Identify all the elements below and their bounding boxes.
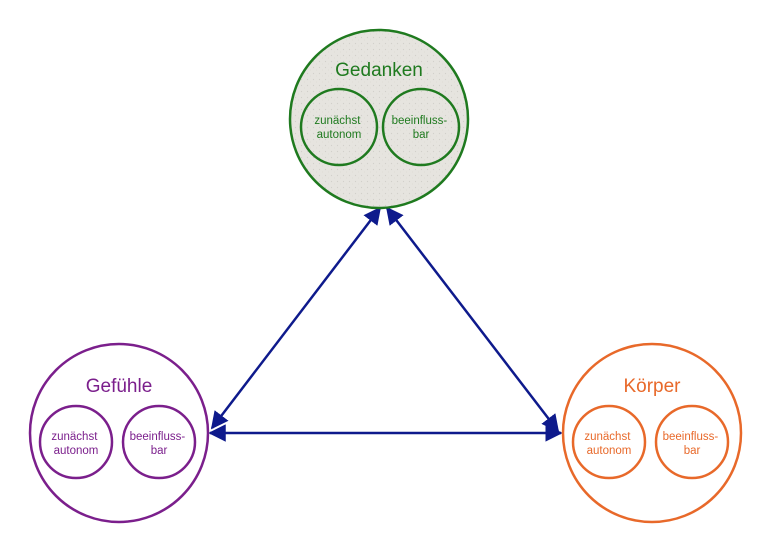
node-gefuehle-right-circle (121, 404, 197, 480)
node-gefuehle-right-line2: bar (151, 445, 168, 457)
arrow-gedanken-gefuehle (210, 206, 382, 430)
node-gedanken-circle (288, 28, 470, 210)
node-gedanken-left-line1: zunächst (314, 115, 361, 127)
node-koerper-right-line1: beeinfluss- (663, 431, 719, 443)
node-gefuehle-left-circle (38, 404, 114, 480)
node-gedanken-right-line1: beeinfluss- (392, 115, 448, 127)
node-koerper-right-label: beeinfluss- bar (663, 431, 722, 457)
node-koerper-right-circle (654, 404, 730, 480)
node-gefuehle-right-line1: beeinfluss- (130, 431, 186, 443)
node-gedanken-right-line2: bar (413, 129, 430, 141)
node-gedanken: Gedanken zunächst autonom beeinfluss- ba… (288, 28, 470, 210)
node-koerper-right-line2: bar (684, 445, 701, 457)
node-gefuehle-right-label: beeinfluss- bar (130, 431, 189, 457)
node-gedanken-title: Gedanken (335, 60, 423, 81)
arrow-gedanken-koerper (385, 206, 560, 433)
node-koerper-left-label: zunächst autonom (584, 431, 633, 457)
node-koerper-left-circle (571, 404, 647, 480)
node-gefuehle: Gefühle zunächst autonom beeinfluss- bar (28, 342, 210, 524)
node-gedanken-left-circle (299, 87, 379, 167)
node-gedanken-right-circle (381, 87, 461, 167)
node-gedanken-left-line2: autonom (317, 129, 362, 141)
node-gedanken-right-label: beeinfluss- bar (392, 115, 451, 141)
node-koerper-title: Körper (623, 376, 681, 397)
node-koerper-left-line2: autonom (587, 445, 632, 457)
node-gefuehle-left-line1: zunächst (51, 431, 98, 443)
node-gefuehle-left-label: zunächst autonom (51, 431, 100, 457)
node-gedanken-left-label: zunächst autonom (314, 115, 363, 141)
node-gefuehle-left-line2: autonom (54, 445, 99, 457)
node-koerper-left-line1: zunächst (584, 431, 631, 443)
node-gefuehle-title: Gefühle (86, 376, 153, 397)
node-koerper: Körper zunächst autonom beeinfluss- bar (561, 342, 743, 524)
